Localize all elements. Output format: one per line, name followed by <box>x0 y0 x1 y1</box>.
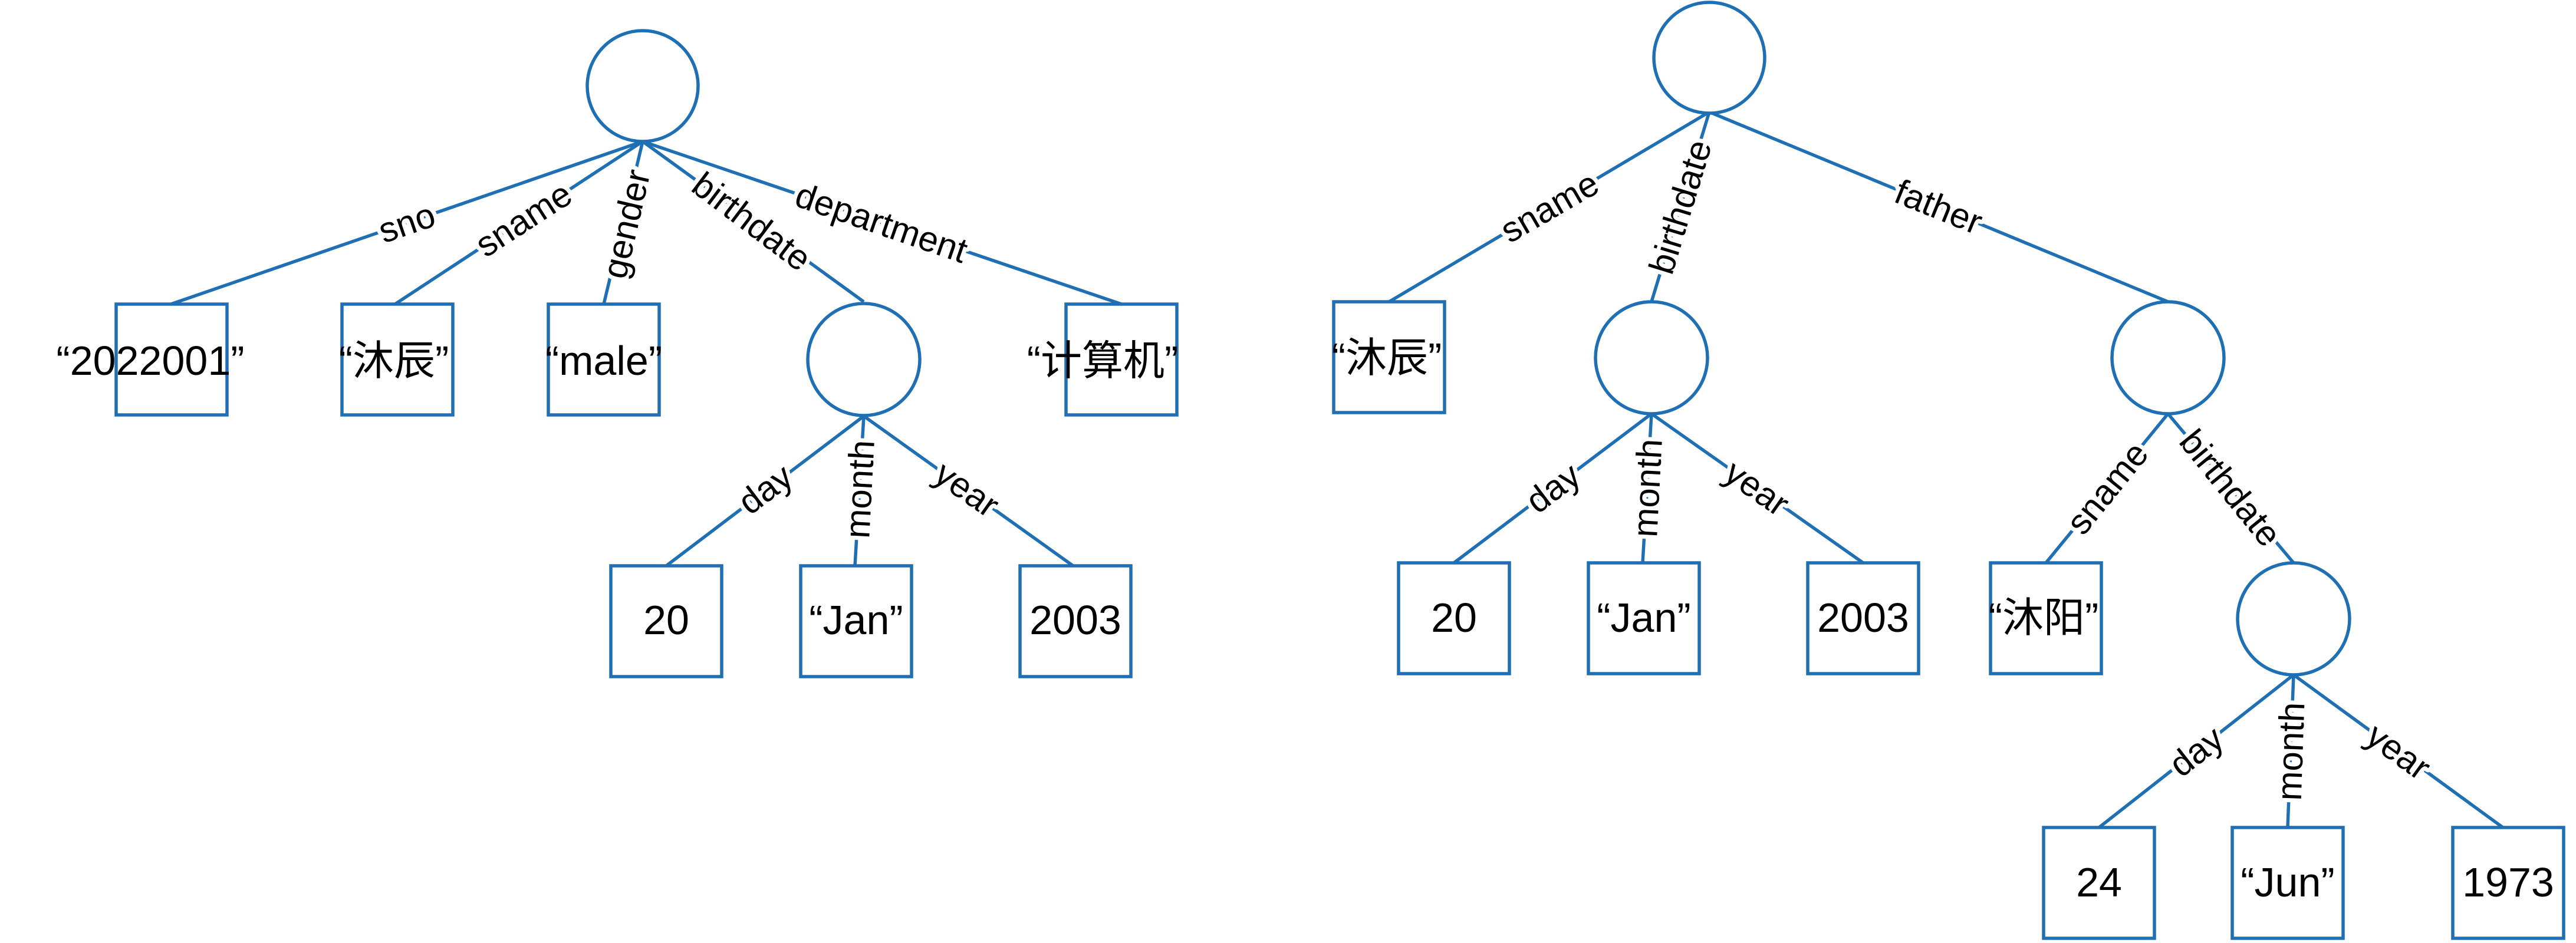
edge-line <box>602 141 644 305</box>
edge-label-day: day <box>731 456 800 522</box>
edge-label-department: department <box>791 175 973 271</box>
value-father-year: 1973 <box>2462 859 2554 905</box>
left-gender-value-box <box>547 302 661 417</box>
edge-label-birthdate: birthdate <box>1641 136 1719 279</box>
value-father-month: “Jun” <box>2241 859 2334 905</box>
left-tree-nodes <box>114 29 1179 678</box>
right-father-month-value-box <box>2230 826 2345 940</box>
value-day: 20 <box>643 597 689 643</box>
value-month: “Jan” <box>809 597 903 643</box>
edge-line <box>1650 412 1864 565</box>
right-father-sname-value-box <box>1989 561 2103 675</box>
edge-line <box>1650 111 1711 302</box>
right-sname-value-box <box>1332 300 1446 414</box>
right-father-year-value-box <box>2451 826 2565 940</box>
edge-label-year: year <box>1718 452 1797 524</box>
edge-line <box>2044 413 2170 564</box>
edge-label-month: month <box>1625 438 1670 538</box>
edge-line <box>641 140 865 304</box>
edge-line <box>1641 413 1653 563</box>
right-father-day-value-box <box>2042 826 2156 940</box>
right-tree-edge-labels: sname birthdate father day month year sn… <box>1489 131 2442 806</box>
left-tree-values: “2022001” “沐辰” “male” “计算机” 20 “Jan” 200… <box>56 338 1178 643</box>
value-department: “计算机” <box>1027 338 1179 384</box>
left-root-node <box>585 29 700 143</box>
edge-line <box>2286 674 2295 828</box>
value-month: “Jan” <box>1597 595 1690 641</box>
edge-line <box>853 416 866 566</box>
left-tree-edges <box>170 140 1122 568</box>
edge-label-birthdate: birthdate <box>685 164 819 279</box>
edge-line <box>1388 110 1710 304</box>
edge-line <box>2098 673 2295 829</box>
edge-line <box>170 140 643 306</box>
edge-label-father-year: year <box>2359 716 2438 788</box>
right-tree-edges <box>1388 110 2504 829</box>
value-year: 2003 <box>1817 595 1909 641</box>
right-father-birthdate-node <box>2236 561 2351 677</box>
edge-label-year: year <box>927 453 1006 525</box>
left-sname-value-box <box>340 302 455 417</box>
value-sname: “沐辰” <box>339 338 449 384</box>
left-department-value-box <box>1064 302 1179 417</box>
edge-label-gender: gender <box>594 166 657 282</box>
edge-line <box>1453 412 1653 565</box>
right-tree-nodes <box>1332 1 2565 940</box>
right-day-value-box <box>1397 561 1511 675</box>
left-sno-value-box <box>114 302 229 417</box>
left-year-value-box <box>1018 564 1133 678</box>
edge-line <box>863 414 1074 568</box>
right-month-value-box <box>1587 561 1701 675</box>
edge-label-sno: sno <box>373 195 440 251</box>
right-father-node <box>2110 300 2226 416</box>
edge-label-father-birthdate: birthdate <box>2172 422 2289 554</box>
left-day-value-box <box>609 564 723 678</box>
value-father-day: 24 <box>2076 859 2122 905</box>
left-birthdate-node <box>806 302 922 417</box>
edge-label-month: month <box>837 439 882 539</box>
edge-label-father-month: month <box>2269 701 2312 801</box>
value-gender: “male” <box>545 338 662 384</box>
edge-line <box>394 140 644 306</box>
edge-line <box>2166 413 2295 564</box>
left-month-value-box <box>799 564 913 678</box>
edge-line <box>665 414 865 568</box>
edge-label-father-sname: sname <box>2058 434 2156 542</box>
right-tree-values: “沐辰” 20 “Jan” 2003 “沐阳” 24 “Jun” 1973 <box>1332 335 2554 905</box>
edge-label-father-day: day <box>2162 718 2230 784</box>
value-sname: “沐辰” <box>1332 335 1442 381</box>
edge-label-father: father <box>1889 172 1988 242</box>
edge-label-sname: sname <box>468 174 579 265</box>
edge-label-day: day <box>1518 455 1588 521</box>
value-sno: “2022001” <box>56 338 244 384</box>
value-father-sname: “沐阳” <box>1989 595 2099 641</box>
edge-line <box>2292 673 2504 829</box>
right-year-value-box <box>1806 561 1920 675</box>
value-year: 2003 <box>1029 597 1121 643</box>
edge-line <box>642 140 1122 306</box>
right-birthdate-node <box>1594 300 1709 416</box>
value-day: 20 <box>1431 595 1477 641</box>
right-root-node <box>1652 1 1766 115</box>
edge-line <box>1708 110 2169 304</box>
edge-label-sname: sname <box>1493 163 1605 250</box>
